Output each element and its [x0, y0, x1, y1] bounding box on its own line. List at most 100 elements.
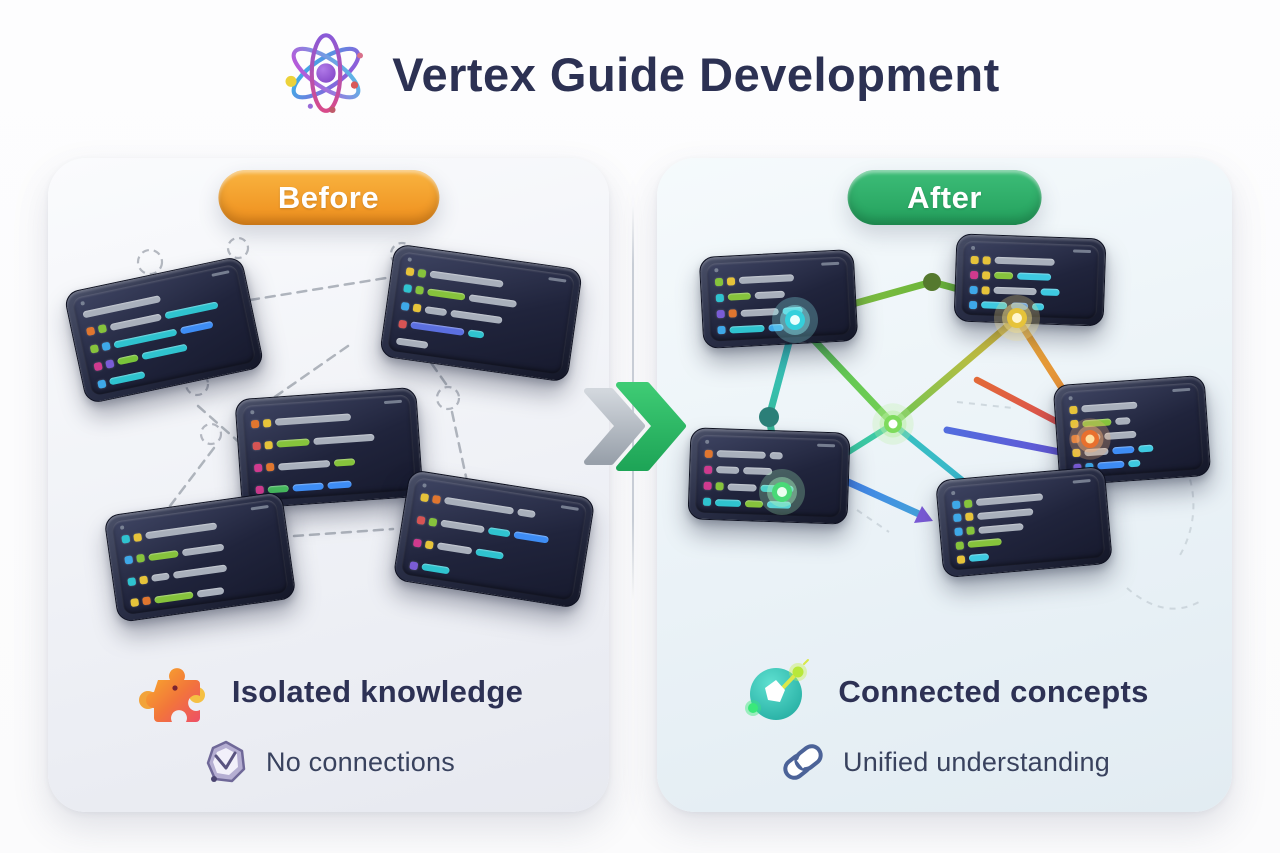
code-card: [953, 233, 1107, 327]
code-row: [82, 279, 233, 319]
code-bar: [1097, 460, 1125, 470]
chrome-dash: [250, 504, 269, 511]
code-glyph: [1071, 434, 1080, 443]
code-glyph: [253, 463, 263, 473]
code-glyph: [89, 344, 100, 354]
code-bar: [1082, 417, 1112, 427]
code-glyph: [702, 498, 712, 507]
code-row: [1073, 455, 1195, 472]
code-bar: [151, 572, 170, 583]
code-glyph: [398, 319, 408, 329]
code-glyph: [264, 440, 273, 450]
card-screen: [1060, 382, 1204, 479]
code-bar: [179, 320, 214, 335]
chrome-dot: [119, 525, 125, 530]
chrome-dash: [817, 443, 836, 448]
code-glyph: [124, 555, 134, 565]
code-row: [121, 514, 271, 544]
code-rows: [968, 255, 1091, 313]
code-row: [1071, 426, 1193, 443]
code-bar: [727, 292, 751, 301]
code-bar: [781, 306, 803, 315]
chrome-dash: [821, 261, 840, 266]
code-bar: [977, 507, 1034, 520]
code-row: [970, 270, 1090, 283]
code-rows: [250, 409, 408, 495]
code-bar: [968, 553, 989, 562]
code-row: [400, 301, 561, 332]
code-row: [1072, 440, 1194, 458]
code-glyph: [85, 326, 96, 337]
code-card: [392, 468, 596, 610]
card-screen: [942, 473, 1106, 571]
code-row: [968, 300, 1089, 313]
code-glyph: [728, 309, 737, 318]
code-row: [704, 465, 834, 479]
card-screen: [241, 394, 417, 502]
code-row: [398, 319, 558, 350]
code-bar: [1017, 272, 1052, 281]
code-row: [956, 543, 1097, 564]
code-bar: [743, 467, 773, 476]
after-badge: After: [847, 170, 1042, 225]
chrome-dot: [80, 300, 86, 306]
code-row: [130, 578, 280, 608]
code-glyph: [715, 482, 724, 491]
header: Vertex Guide Development: [0, 28, 1280, 120]
code-bar: [980, 301, 1008, 310]
code-bar: [1081, 401, 1138, 413]
code-bar: [141, 343, 188, 361]
chrome-dot: [422, 483, 427, 488]
code-bar: [467, 329, 485, 339]
code-glyph: [416, 515, 426, 525]
code-bar: [154, 591, 194, 604]
code-glyph: [417, 268, 427, 278]
code-bar: [1032, 303, 1045, 311]
code-bar: [395, 337, 429, 349]
code-rows: [1069, 397, 1195, 472]
before-caption-primary-row: Isolated knowledge: [134, 658, 523, 726]
code-row: [127, 557, 277, 587]
code-row: [124, 535, 274, 565]
before-panel: Before Isolated knowledge: [48, 158, 609, 812]
graph-node-icon: [745, 659, 810, 720]
code-glyph: [265, 463, 275, 472]
code-glyph: [97, 378, 107, 389]
code-row: [970, 255, 1091, 268]
code-glyph: [704, 449, 713, 458]
code-glyph: [412, 538, 423, 548]
after-captions: Connected concepts Unified understanding: [657, 658, 1232, 786]
code-row: [955, 529, 1095, 550]
code-bar: [164, 300, 219, 320]
code-bar: [82, 295, 162, 319]
atom-icon: [285, 33, 364, 114]
code-bar: [738, 274, 795, 285]
after-caption-secondary-row: Unified understanding: [779, 738, 1110, 786]
code-bar: [436, 542, 473, 555]
code-bar: [994, 271, 1014, 280]
code-glyph: [252, 441, 261, 451]
code-glyph: [956, 554, 966, 564]
code-glyph: [726, 276, 736, 286]
code-bar: [267, 484, 290, 494]
code-glyph: [969, 285, 978, 294]
code-bar: [181, 543, 225, 557]
code-bar: [450, 309, 503, 324]
code-row: [716, 303, 841, 319]
code-glyph: [142, 596, 152, 606]
code-row: [954, 515, 1094, 537]
code-glyph: [130, 598, 140, 608]
code-bar: [1127, 459, 1141, 468]
code-bar: [754, 291, 785, 300]
code-bar: [148, 549, 179, 561]
code-row: [702, 498, 833, 512]
code-bar: [978, 522, 1024, 534]
code-bar: [769, 452, 784, 460]
after-caption-primary: Connected concepts: [838, 674, 1149, 709]
code-bar: [729, 324, 765, 334]
code-glyph: [966, 526, 975, 536]
code-bar: [967, 538, 1002, 549]
code-glyph: [136, 553, 146, 563]
code-bar: [421, 563, 451, 575]
code-row: [953, 502, 1093, 523]
